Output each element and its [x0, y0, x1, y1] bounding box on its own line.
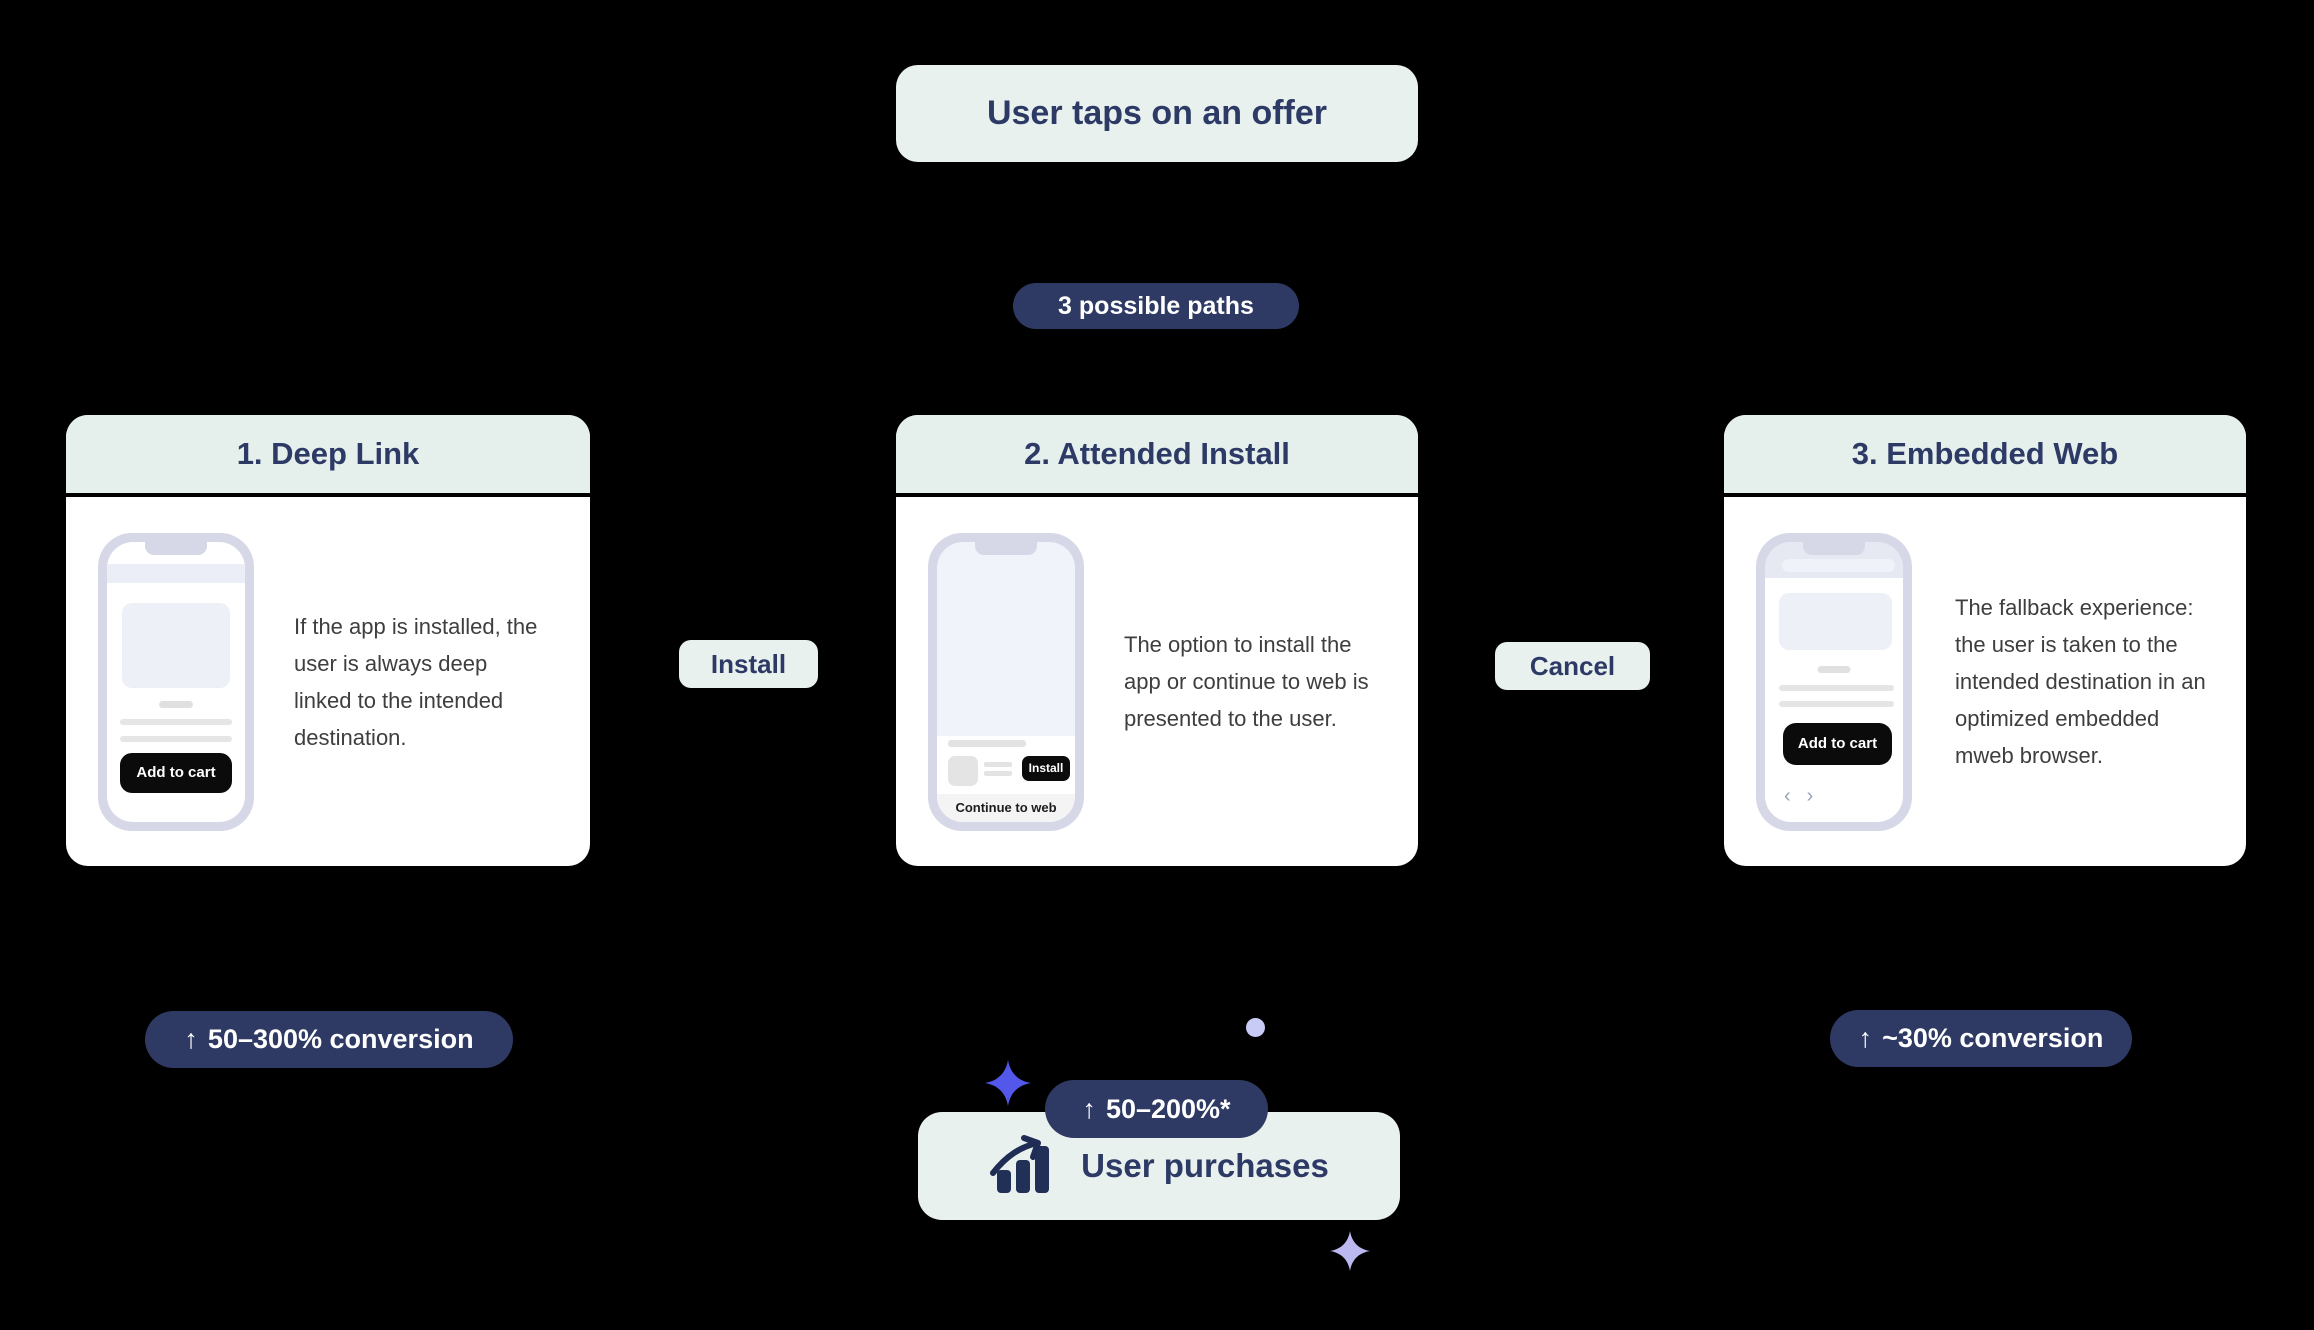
card-deep-link-title: 1. Deep Link — [236, 436, 420, 471]
user-taps-offer-label: User taps on an offer — [986, 94, 1328, 132]
possible-paths-label: 3 possible paths — [1058, 291, 1254, 320]
card-attended-install-body: Install Continue to web The option to in… — [896, 497, 1418, 866]
deep-link-conversion-label: 50–300% conversion — [207, 1024, 474, 1054]
card-deep-link: 1. Deep Link Add to cart If the app is i… — [66, 415, 590, 866]
phone-notch — [145, 541, 207, 555]
embedded-web-conversion-badge: ↑ ~30% conversion — [1830, 1010, 2132, 1067]
up-arrow-icon: ↑ — [184, 1024, 198, 1054]
text-placeholder — [984, 770, 1012, 776]
install-bottom-sheet: Install Continue to web — [937, 735, 1075, 822]
text-placeholder — [120, 718, 232, 725]
card-attended-install: 2. Attended Install Install Continue to … — [896, 415, 1418, 866]
text-placeholder — [1817, 665, 1851, 673]
cancel-connector-pill: Cancel — [1495, 642, 1650, 690]
text-placeholder — [984, 761, 1012, 767]
phone-notch — [975, 541, 1037, 555]
text-placeholder — [120, 735, 232, 742]
install-button: Install — [1022, 755, 1070, 781]
chevron-left-icon: ‹ — [1784, 784, 1791, 807]
continue-to-web-link: Continue to web — [937, 793, 1075, 822]
card-attended-install-header: 2. Attended Install — [896, 415, 1418, 497]
sparkle-icon — [985, 1060, 1031, 1106]
card-deep-link-header: 1. Deep Link — [66, 415, 590, 497]
user-taps-offer-box: User taps on an offer — [896, 65, 1418, 162]
install-connector-pill: Install — [679, 640, 818, 688]
phone-mockup-attended-install: Install Continue to web — [928, 532, 1084, 831]
bar-chart-rising-icon — [989, 1133, 1061, 1200]
browser-nav-controls: ‹ › — [1784, 786, 1813, 806]
card-embedded-web: 3. Embedded Web Add to cart ‹ › — [1724, 415, 2246, 866]
up-arrow-icon: ↑ — [1858, 1023, 1873, 1053]
add-to-cart-button: Add to cart — [120, 752, 232, 793]
attended-install-conversion-label: 50–200%* — [1105, 1093, 1231, 1124]
card-embedded-web-title: 3. Embedded Web — [1851, 436, 2119, 471]
dot-icon — [1246, 1018, 1265, 1037]
app-icon-placeholder — [948, 755, 978, 786]
content-placeholder — [1779, 592, 1892, 650]
card-embedded-web-body: Add to cart ‹ › The fallback experience:… — [1724, 497, 2246, 866]
card-embedded-web-description: The fallback experience: the user is tak… — [1955, 595, 2206, 768]
install-connector-label: Install — [710, 648, 787, 679]
text-placeholder — [159, 700, 193, 708]
cancel-connector-label: Cancel — [1529, 650, 1616, 681]
phone-mockup-deep-link: Add to cart — [98, 532, 254, 831]
add-to-cart-button: Add to cart — [1783, 722, 1892, 765]
card-deep-link-body: Add to cart If the app is installed, the… — [66, 497, 590, 866]
chevron-right-icon: › — [1806, 784, 1814, 807]
text-placeholder — [1779, 684, 1894, 691]
phone-mockup-embedded-web: Add to cart ‹ › — [1756, 532, 1912, 831]
up-arrow-icon: ↑ — [1082, 1093, 1096, 1124]
embedded-web-conversion-label: ~30% conversion — [1882, 1023, 2104, 1053]
card-deep-link-description: If the app is installed, the user is alw… — [294, 613, 538, 750]
text-placeholder — [948, 739, 1026, 747]
possible-paths-badge: 3 possible paths — [1013, 283, 1299, 329]
card-attended-install-description: The option to install the app or continu… — [1124, 632, 1369, 731]
deep-link-conversion-badge: ↑ 50–300% conversion — [145, 1011, 513, 1068]
user-purchases-label: User purchases — [1081, 1147, 1329, 1184]
card-attended-install-title: 2. Attended Install — [1024, 436, 1290, 471]
attended-install-conversion-badge: ↑ 50–200%* — [1045, 1080, 1268, 1138]
sparkle-icon — [1330, 1231, 1370, 1271]
phone-notch — [1803, 541, 1865, 555]
status-bar — [107, 563, 245, 583]
content-placeholder — [122, 602, 230, 688]
url-bar-placeholder — [1782, 558, 1895, 572]
text-placeholder — [1779, 700, 1894, 707]
card-embedded-web-header: 3. Embedded Web — [1724, 415, 2246, 497]
